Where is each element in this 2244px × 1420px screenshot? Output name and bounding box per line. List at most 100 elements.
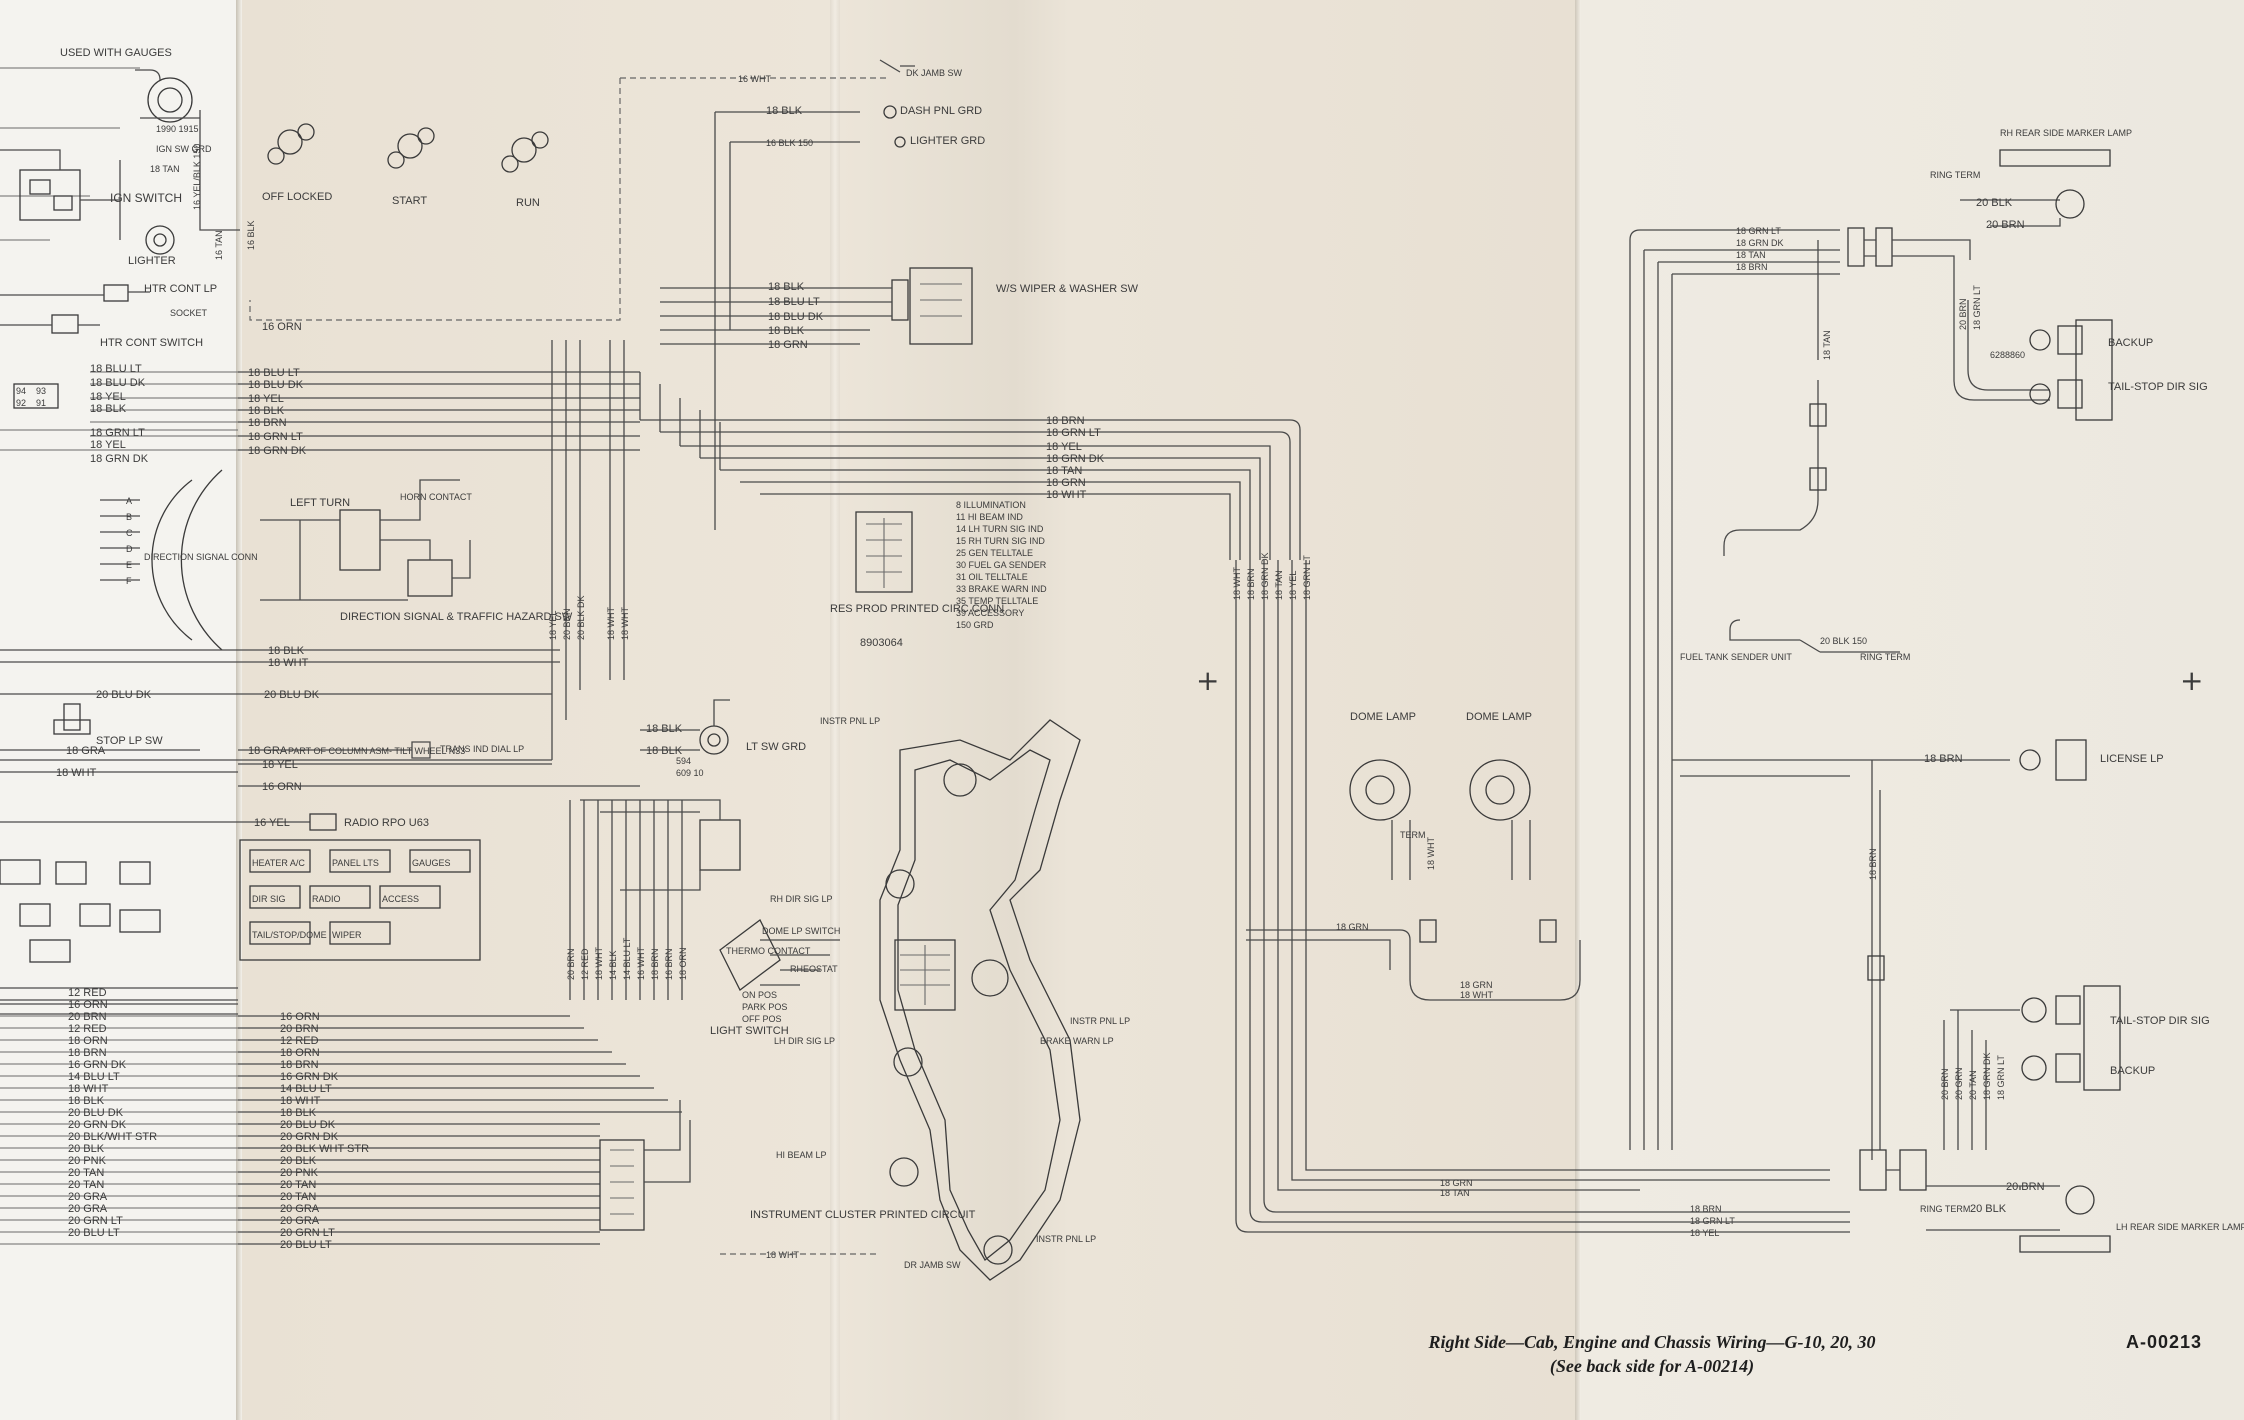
printed-circuit-part-label: 8903064 [860, 637, 903, 649]
ignition-tan-wire-label: 18 TAN [150, 164, 180, 174]
vertical-wire-label: 20 BRN [562, 608, 572, 640]
cluster-label: INSTR PNL LP [820, 716, 880, 726]
pin-block: 94 93 92 91 [13, 383, 59, 409]
bottom-center-label: 20 GRN LT [280, 1227, 335, 1239]
stop-lamp-switch: 20 BLU DK 20 BLU DK STOP LP SW [0, 689, 552, 761]
heater-wire-label: 16 YEL/BLK 150 [192, 144, 202, 210]
pin-label: 93 [36, 386, 46, 396]
left-harness-wire-label: 18 BLU LT [90, 363, 142, 375]
heater-switch-label: HTR CONT SWITCH [100, 337, 203, 349]
trunk-wire-label: 18 WHT [1232, 566, 1242, 600]
left-page-panel [0, 0, 238, 1420]
ignition-position-run: RUN [501, 131, 549, 209]
light-code-label: 594 [676, 756, 691, 766]
bottom-center-label: 18 ORN [280, 1047, 320, 1059]
caption-title: Right Side—Cab, Engine and Chassis Wirin… [1428, 1332, 1876, 1352]
page-fold [830, 0, 840, 1420]
right-page-panel [1578, 0, 2244, 1420]
radio-label: RADIO RPO U63 [344, 817, 429, 829]
sheet-number: A-00213 [2126, 1332, 2203, 1352]
heater-orn-wire-label: 16 ORN [262, 321, 302, 333]
bottom-wire-label: 20 GRA [68, 1191, 108, 1203]
wiper-wire-label: 18 BLK [768, 325, 805, 337]
backup-label: BACKUP [2108, 337, 2153, 349]
rear-dk16-label: 18 GRN DK [1982, 1052, 1992, 1100]
rear-brn-v2-label: 18 BRN [1868, 848, 1878, 880]
bottom-center-label: 20 BLU DK [280, 1119, 336, 1131]
lh-backup-label: BACKUP [2110, 1065, 2155, 1077]
cluster-label: INSTR PNL LP [1070, 1016, 1130, 1026]
diagram-caption: Right Side—Cab, Engine and Chassis Wirin… [1372, 1330, 1932, 1378]
vertical-wire-label: 20 BLK DK [576, 595, 586, 640]
left-turn-label: LEFT TURN [290, 497, 350, 509]
ignition-ground-label: IGN SW GRD [156, 144, 212, 154]
trunk-wire-label: 18 BRN [1246, 568, 1256, 600]
rear-blk150-label: 20 BLK 150 [1820, 636, 1867, 646]
bottom-wire-label: 20 BLU DK [68, 1107, 124, 1119]
bottom-wire-label: 20 GRA [68, 1203, 108, 1215]
rear-harness-wire-label: 18 WHT [1046, 489, 1087, 501]
stop-blu-wire-label: 20 BLU DK [96, 689, 152, 701]
left-harness-wire-label: 18 YEL [90, 439, 126, 451]
cluster-label: BRAKE WARN LP [1040, 1036, 1114, 1046]
bottom-wire-label: 20 BRN [68, 1011, 107, 1023]
bottom-center-label: 20 PNK [280, 1167, 319, 1179]
lh-brn-label: 20 BRN [2006, 1181, 2045, 1193]
direction-pin-label: D [126, 544, 133, 554]
light-park-label: PARK POS [742, 1002, 787, 1012]
fuel-tank-label: FUEL TANK SENDER UNIT [1680, 652, 1792, 662]
rear-harness-wire-label: 18 GRN LT [1046, 427, 1101, 439]
ignition-positions: OFF LOCKED START RUN [262, 123, 549, 209]
chassis-trunk: 18 WHT 18 BRN 18 GRN DK 18 TAN 18 YEL 18… [1232, 552, 1850, 1238]
ls-wire-label: 12 RED [580, 948, 590, 980]
column-wht-wire-label: 18 WHT [56, 767, 97, 779]
direction-pin-label: A [126, 496, 132, 506]
caption-subtitle: (See back side for A-00214) [1549, 1356, 1755, 1376]
trunk-wire-label: 18 TAN [1274, 570, 1284, 600]
fuse-label: WIPER [332, 930, 362, 940]
trunk-bottom-label: 18 GRN LT [1690, 1216, 1735, 1226]
left-harness-wire-label: 18 GRN DK [90, 453, 149, 465]
light-on-label: ON POS [742, 990, 777, 1000]
cluster-label: INSTRUMENT CLUSTER PRINTED CIRCUIT [750, 1209, 976, 1221]
printed-circuit-connector: RES PROD PRINTED CIRC CONN 8903064 8 ILL… [830, 500, 1047, 649]
rear-grn16-label: 20 GRN [1954, 1067, 1964, 1100]
bottom-center-label: 16 ORN [280, 1011, 320, 1023]
center-page-panel [238, 0, 1578, 1420]
bottom-center-label: 20 BLK WHT STR [280, 1143, 369, 1155]
trunk-bottom-label: 18 TAN [1440, 1188, 1470, 1198]
dome-grn-label: 18 GRN [1336, 922, 1369, 932]
pin-label: 92 [16, 398, 26, 408]
rear-grn-dk-label: 18 GRN DK [1736, 238, 1784, 248]
registration-mark: + [2180, 664, 2203, 697]
trunk-bottom-label: 18 YEL [1690, 1228, 1719, 1238]
trunk-wire-label: 18 GRN LT [1302, 555, 1312, 600]
bottom-center-label: 20 BLU LT [280, 1239, 332, 1251]
circuit-legend-item: 150 GRD [956, 620, 994, 630]
rear-brn18-label: 18 BRN [1736, 262, 1768, 272]
bottom-wire-label: 16 GRN DK [68, 1059, 127, 1071]
cluster-label: DR JAMB SW [904, 1260, 961, 1270]
wiper-switch: 18 BLK 18 BLU LT 18 BLU DK 18 BLK 18 GRN… [660, 267, 1139, 351]
rear-harness-wire-label: 18 BRN [1046, 415, 1085, 427]
circuit-legend-item: 8 ILLUMINATION [956, 500, 1026, 510]
rheostat-label: RHEOSTAT [790, 964, 838, 974]
ls-wire-label: 18 ORN [678, 947, 688, 980]
stop-blu-wire-label-2: 20 BLU DK [264, 689, 320, 701]
bottom-center-label: 18 BRN [280, 1059, 319, 1071]
vertical-wire-label: 18 YEL [548, 611, 558, 640]
lh-marker-label: LH REAR SIDE MARKER LAMP [2116, 1222, 2244, 1232]
center-harness-wire-label: 18 YEL [248, 393, 284, 405]
ignition-position-label: OFF LOCKED [262, 191, 332, 203]
bottom-wire-label: 12 RED [68, 987, 107, 999]
wiper-wire-label: 18 GRN [768, 339, 808, 351]
cluster-label: INSTR PNL LP [1036, 1234, 1096, 1244]
direction-pin-label: B [126, 512, 132, 522]
rear-harness-wire-label: 18 TAN [1046, 465, 1082, 477]
dome-lamp-label: DOME LAMP [1350, 711, 1416, 723]
ignition-position-label: START [392, 195, 427, 207]
trunk-wire-label: 18 YEL [1288, 571, 1298, 600]
page-fold [1575, 0, 1581, 1420]
rear-blk-label: 20 BLK [1976, 197, 2013, 209]
